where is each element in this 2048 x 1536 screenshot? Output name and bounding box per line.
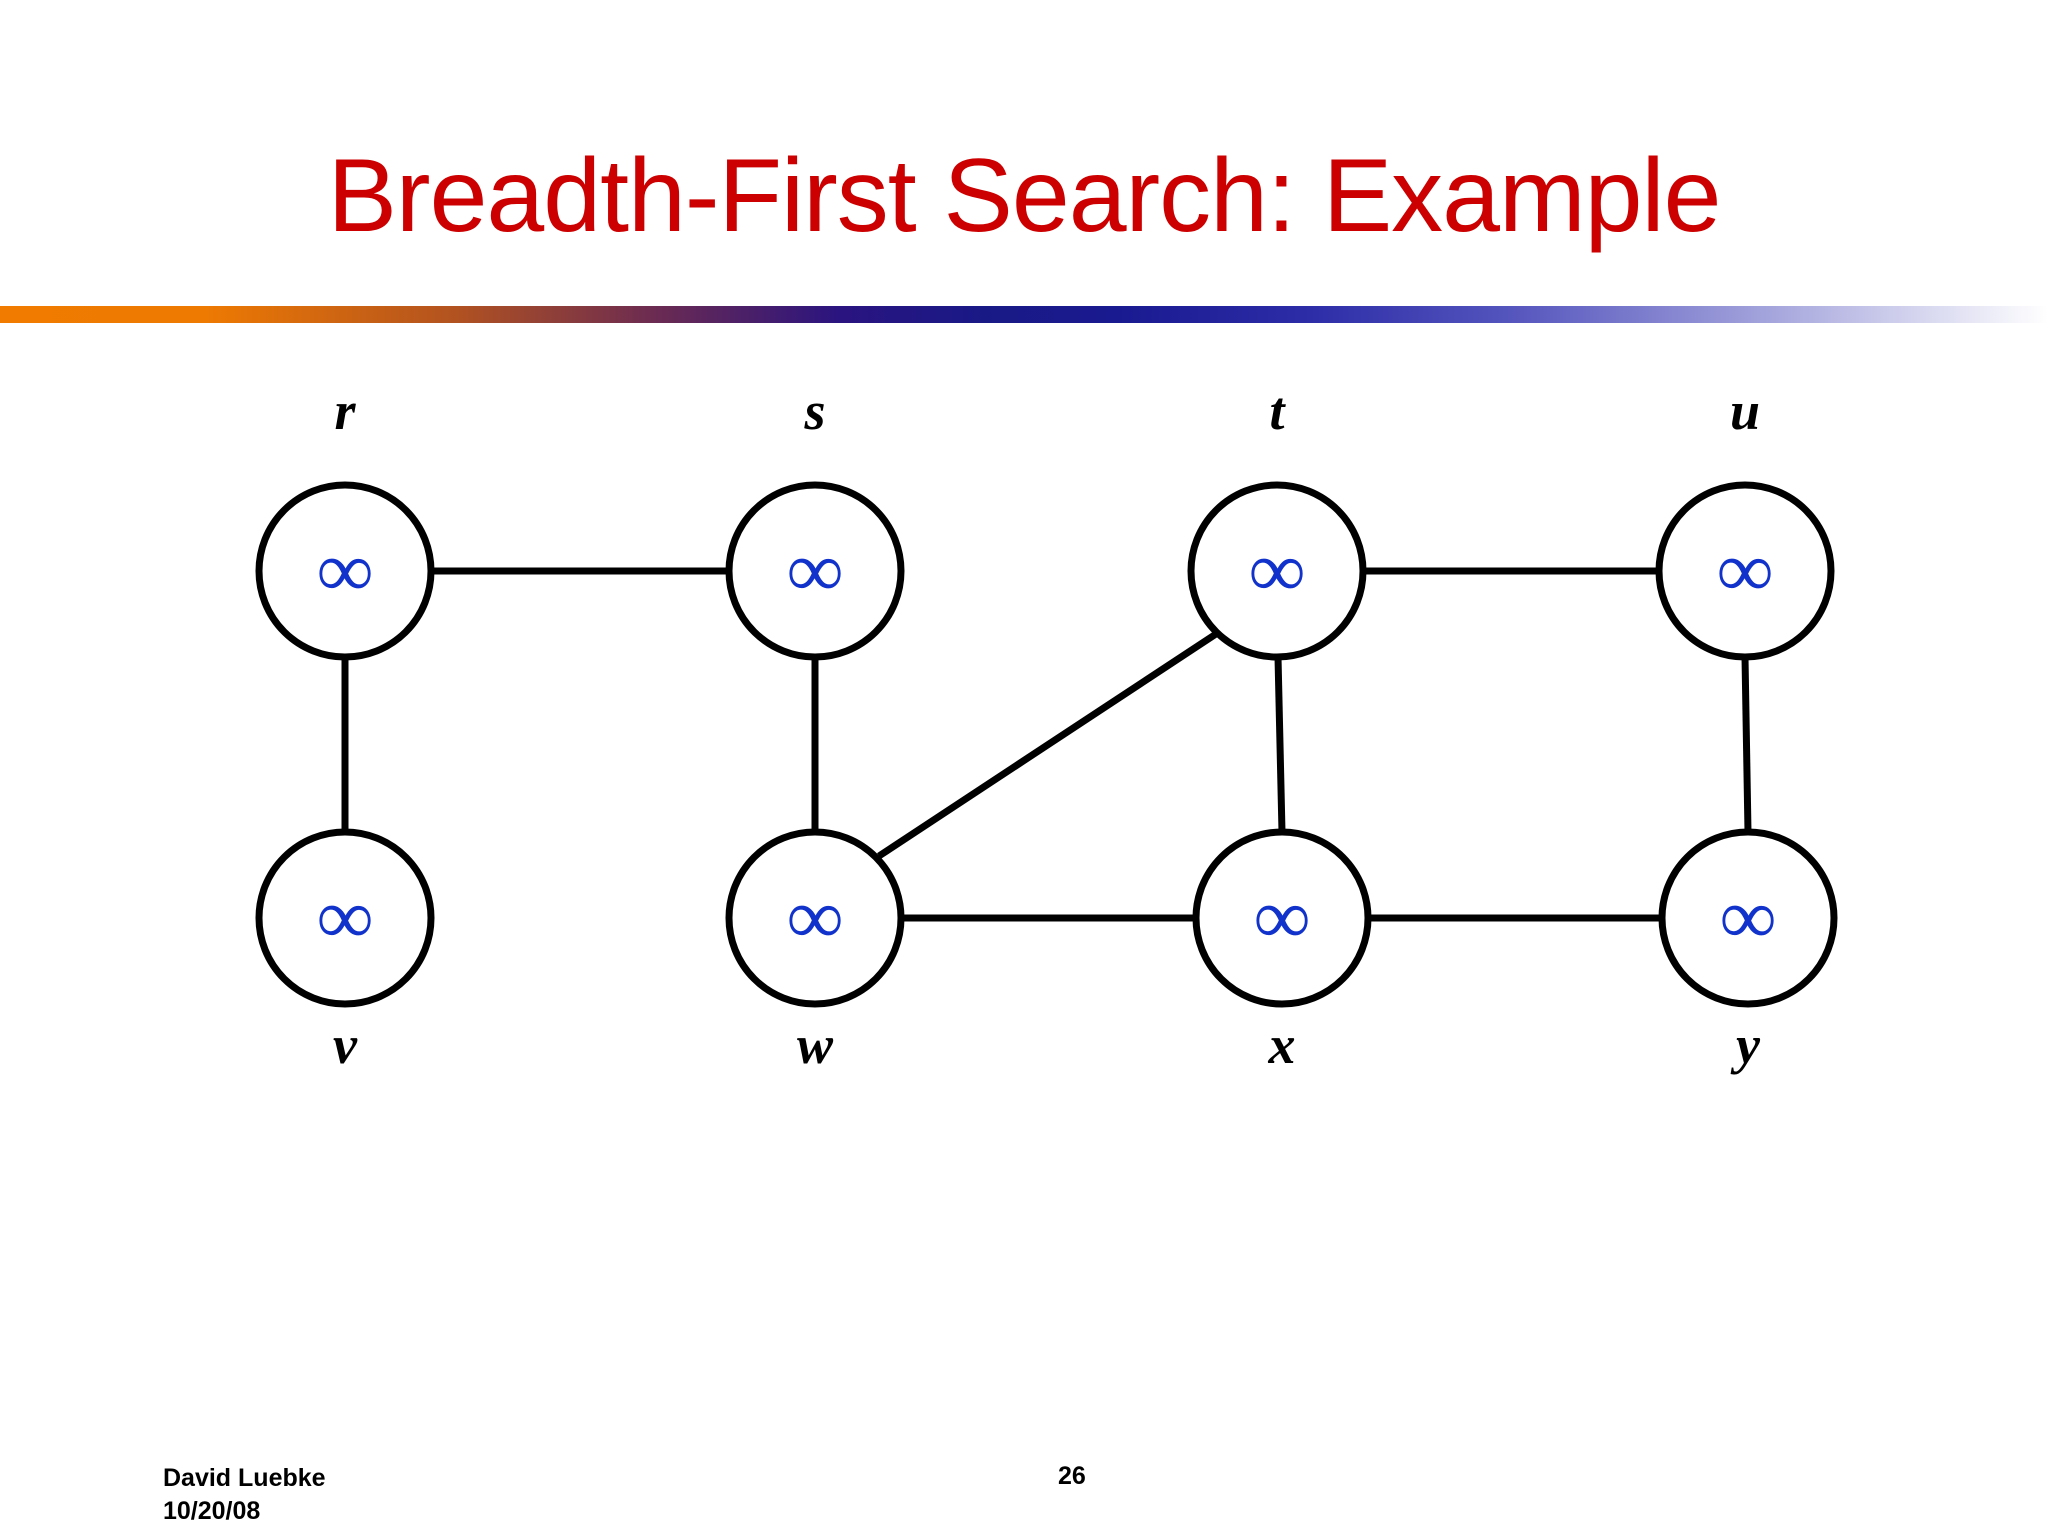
node-circle-u (1655, 481, 1835, 661)
node-value-r: ∞ (317, 526, 373, 613)
graph-node-s[interactable]: ∞s (725, 381, 905, 661)
node-circle-w (725, 828, 905, 1008)
node-circle-x (1192, 828, 1372, 1008)
node-label-s: s (803, 381, 825, 441)
footer-page-number: 26 (1058, 1462, 1086, 1490)
node-label-w: w (797, 1015, 834, 1075)
node-value-v: ∞ (317, 873, 373, 960)
graph-edge-t-w (877, 631, 1218, 859)
graph-node-r[interactable]: ∞r (255, 381, 435, 661)
node-label-r: r (334, 381, 356, 441)
node-label-v: v (333, 1015, 358, 1075)
node-label-t: t (1269, 381, 1286, 441)
graph-node-y[interactable]: ∞y (1658, 828, 1838, 1075)
graph-node-u[interactable]: ∞u (1655, 381, 1835, 661)
edges-layer (341, 567, 1752, 922)
node-circle-t (1187, 481, 1367, 661)
node-value-t: ∞ (1249, 526, 1305, 613)
node-value-y: ∞ (1720, 873, 1776, 960)
node-label-x: x (1268, 1015, 1296, 1075)
node-value-s: ∞ (787, 526, 843, 613)
graph-node-x[interactable]: ∞x (1192, 828, 1372, 1075)
node-circle-v (255, 828, 435, 1008)
node-circle-r (255, 481, 435, 661)
node-label-y: y (1730, 1015, 1761, 1075)
node-value-x: ∞ (1254, 873, 1310, 960)
accent-divider (0, 306, 2048, 323)
node-label-u: u (1730, 381, 1760, 441)
node-circle-s (725, 481, 905, 661)
node-value-w: ∞ (787, 873, 843, 960)
graph-node-t[interactable]: ∞t (1187, 381, 1367, 661)
graph-node-w[interactable]: ∞w (725, 828, 905, 1075)
footer-author: David Luebke (163, 1464, 326, 1492)
graph-node-v[interactable]: ∞v (255, 828, 435, 1075)
graph-edge-u-y (1741, 656, 1752, 833)
nodes-layer: ∞r∞s∞t∞u∞v∞w∞x∞y (255, 381, 1838, 1075)
page-title: Breadth-First Search: Example (327, 137, 1722, 254)
node-value-u: ∞ (1717, 526, 1773, 613)
footer-date: 10/20/08 (163, 1497, 261, 1525)
node-circle-y (1658, 828, 1838, 1008)
graph-edge-t-x (1274, 656, 1286, 833)
